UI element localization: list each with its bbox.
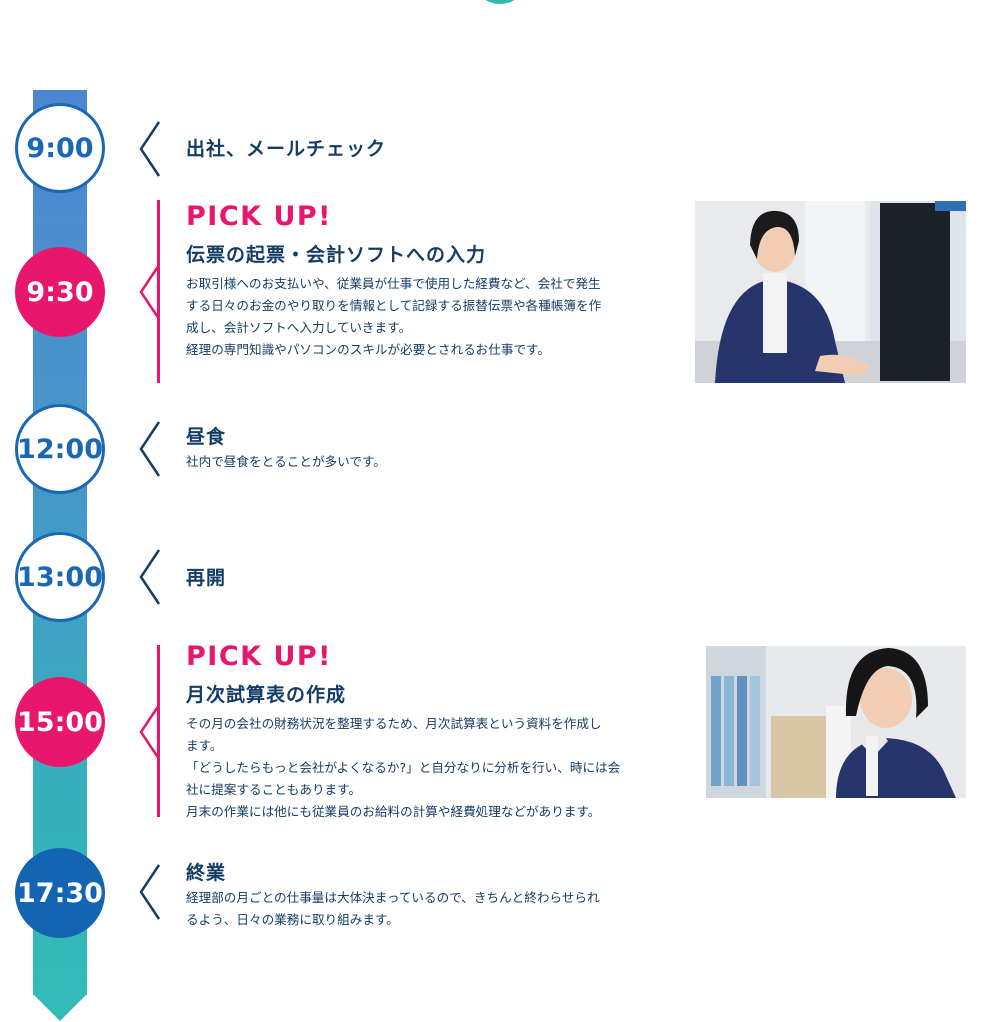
entry-0900: 出社、メールチェック — [186, 134, 666, 161]
entry-body: その月の会社の財務状況を整理するため、月次試算表という資料を作成し ます。 「ど… — [186, 716, 621, 819]
chevron-left-icon — [137, 548, 163, 606]
entry-1500: PICK UP! 月次試算表の作成 その月の会社の財務状況を整理するため、月次試… — [186, 642, 666, 823]
entry-title: 月次試算表の作成 — [186, 684, 347, 706]
chevron-left-icon — [137, 120, 163, 178]
entry-0930: PICK UP! 伝票の起票・会計ソフトへの入力 お取引様へのお支払いや、従業員… — [186, 202, 666, 361]
time-badge-0900: 9:00 — [15, 103, 105, 193]
time-badge-1300: 13:00 — [15, 532, 105, 622]
time-badge-1200: 12:00 — [15, 404, 105, 494]
time-badge-1730: 17:30 — [15, 848, 105, 938]
pickup-line — [157, 200, 160, 383]
pickup-label: PICK UP! — [186, 201, 332, 232]
entry-title: 出社、メールチェック — [186, 138, 387, 160]
entry-title: 終業 — [186, 862, 227, 884]
entry-1300: 再開 — [186, 563, 666, 590]
time-badge-1500: 15:00 — [15, 677, 105, 767]
chevron-left-icon — [137, 263, 163, 321]
photo-accounting-computer — [695, 201, 966, 383]
entry-body: 社内で昼食をとることが多いです。 — [186, 454, 386, 469]
chevron-left-icon — [137, 703, 163, 761]
entry-title: 再開 — [186, 567, 227, 589]
entry-title: 伝票の起票・会計ソフトへの入力 — [186, 244, 487, 266]
entry-body: お取引様へのお支払いや、従業員が仕事で使用した経費など、会社で発生 する日々のお… — [186, 276, 602, 357]
top-decoration-arc — [472, 0, 528, 4]
time-badge-0930: 9:30 — [15, 247, 105, 337]
pickup-label: PICK UP! — [186, 641, 332, 672]
chevron-left-icon — [137, 863, 163, 921]
entry-title: 昼食 — [186, 426, 227, 448]
entry-1200: 昼食 社内で昼食をとることが多いです。 — [186, 422, 666, 473]
entry-1730: 終業 経理部の月ごとの仕事量は大体決まっているので、きちんと終わらせられ るよう… — [186, 858, 666, 931]
timeline-arrow-icon — [33, 994, 87, 1021]
entry-body: 経理部の月ごとの仕事量は大体決まっているので、きちんと終わらせられ るよう、日々… — [186, 890, 600, 927]
photo-accounting-phone — [706, 646, 966, 798]
chevron-left-icon — [137, 420, 163, 478]
pickup-line — [157, 645, 160, 817]
